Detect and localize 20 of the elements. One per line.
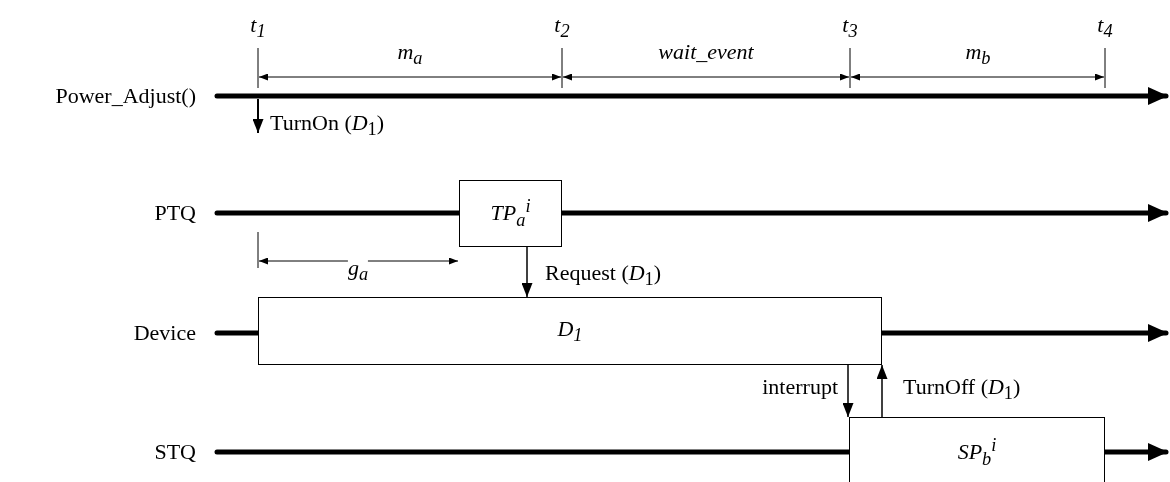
lane-label: Device: [133, 320, 196, 346]
time-label: t$_{2}$: [554, 13, 570, 44]
edge-label: interrupt: [762, 375, 838, 399]
dimension-label: wait_event: [658, 40, 754, 64]
arrow: [876, 364, 888, 418]
time-label: t$_{3}$: [842, 13, 858, 44]
dimension-label: m$_{b}$: [965, 40, 991, 71]
time-label: t$_{1}$: [250, 13, 266, 44]
activity-box: D$_{1}$: [258, 297, 882, 365]
edge-label: TurnOn (D$_{1}$): [270, 111, 385, 142]
lane-label: Power_Adjust(): [55, 83, 196, 109]
lane-label: PTQ: [154, 200, 196, 226]
edge-label: Request (D$_{1}$): [545, 261, 662, 292]
lane-label: STQ: [154, 439, 196, 465]
arrow: [521, 246, 533, 298]
arrow: [842, 364, 854, 418]
arrow: [252, 98, 264, 134]
time-label: t$_{4}$: [1097, 13, 1113, 44]
edge-label: TurnOff (D$_{1}$): [903, 375, 1021, 406]
dimension-label: m$_{a}$: [397, 40, 423, 71]
